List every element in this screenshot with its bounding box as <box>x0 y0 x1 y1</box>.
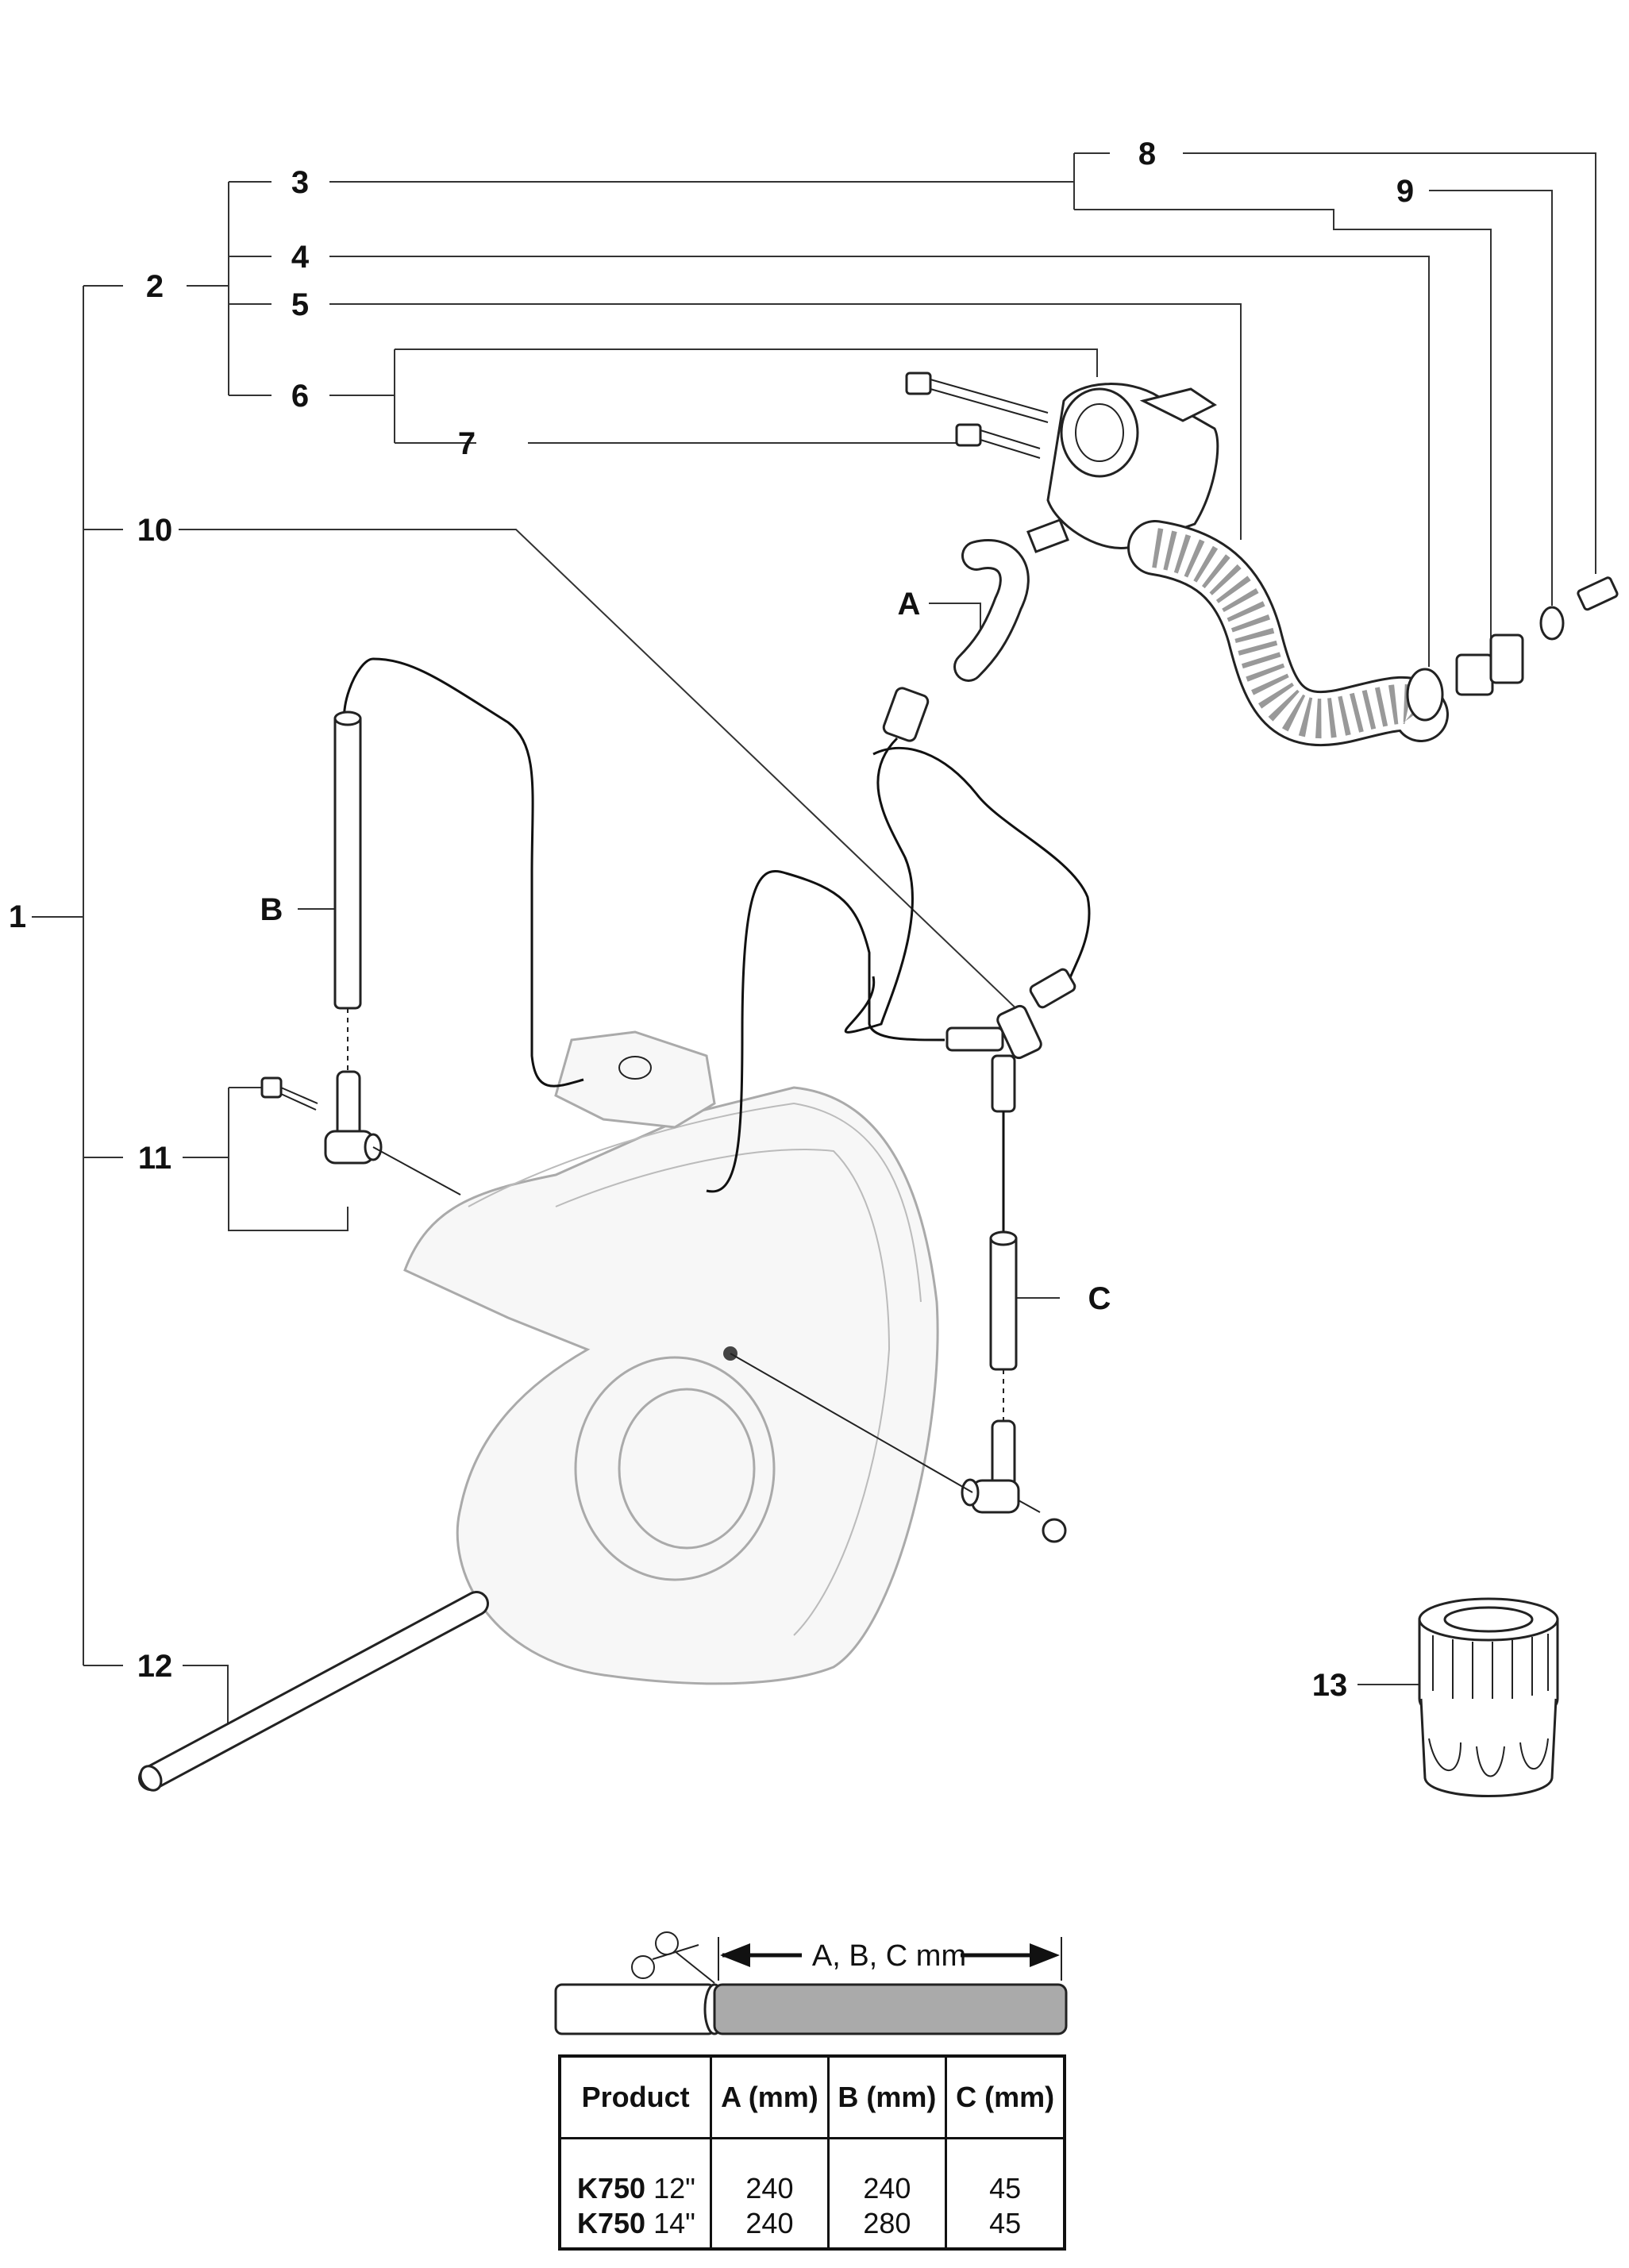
callout-4: 4 <box>291 240 310 275</box>
model-name: K750 <box>577 2207 646 2239</box>
table-row: K750 12" 240 240 45 <box>560 2171 1065 2206</box>
callout-10: 10 <box>137 513 173 548</box>
callout-2: 2 <box>146 269 164 304</box>
table-header-row: Product A (mm) B (mm) C (mm) <box>560 2056 1065 2139</box>
callout-6: 6 <box>291 379 309 414</box>
valve-screws <box>905 372 1049 459</box>
elbow-nozzles <box>260 1070 1067 1543</box>
tube-b <box>333 710 362 1072</box>
braided-hose <box>1127 520 1449 746</box>
blade-guard <box>403 1030 939 1685</box>
callout-labels: 1 2 3 4 5 6 7 8 9 10 11 12 13 A B C <box>9 137 1414 1703</box>
callout-12: 12 <box>137 1649 173 1684</box>
t-fitting <box>945 968 1076 1234</box>
hose-coupling <box>1418 1597 1559 1797</box>
callout-5: 5 <box>291 287 309 322</box>
model-size: 12" <box>653 2172 695 2204</box>
cell-c: 45 <box>945 2171 1065 2206</box>
cell-b: 280 <box>826 2206 946 2249</box>
cell-a: 240 <box>710 2206 829 2249</box>
cell-c: 45 <box>945 2206 1065 2249</box>
callout-8: 8 <box>1138 137 1156 171</box>
hose-label-b: B <box>260 892 283 927</box>
scissors-icon <box>631 1931 715 1984</box>
header-b: B (mm) <box>826 2056 946 2139</box>
hose-fittings <box>1406 576 1619 722</box>
callout-9: 9 <box>1396 174 1414 209</box>
table-spacer <box>560 2138 1065 2171</box>
callout-7: 7 <box>458 426 476 461</box>
leader-lines <box>32 152 1596 1735</box>
header-c: C (mm) <box>945 2056 1065 2139</box>
hose-label-a: A <box>898 587 921 622</box>
tube-c <box>989 1230 1018 1421</box>
cut-length-legend: A, B, C mm <box>554 1931 1068 2035</box>
water-tubes <box>342 539 1091 1193</box>
product-cell: K750 14" <box>560 2206 711 2249</box>
water-valve <box>1026 383 1219 553</box>
product-cell: K750 12" <box>560 2171 711 2206</box>
callout-3: 3 <box>291 165 309 200</box>
tube-12 <box>138 1591 489 1792</box>
hose-length-table: Product A (mm) B (mm) C (mm) K750 12" 24… <box>558 2054 1066 2251</box>
table-row: K750 14" 240 280 45 <box>560 2206 1065 2249</box>
hose-label-c: C <box>1088 1281 1111 1316</box>
dimension-label: A, B, C mm <box>812 1939 966 1973</box>
header-product: Product <box>560 2056 711 2139</box>
cell-a: 240 <box>710 2171 829 2206</box>
model-name: K750 <box>577 2172 646 2204</box>
header-a: A (mm) <box>710 2056 829 2139</box>
model-size: 14" <box>653 2207 695 2239</box>
callout-1: 1 <box>9 899 26 934</box>
callout-11: 11 <box>138 1141 171 1176</box>
cell-b: 240 <box>826 2171 946 2206</box>
callout-13: 13 <box>1312 1668 1348 1703</box>
